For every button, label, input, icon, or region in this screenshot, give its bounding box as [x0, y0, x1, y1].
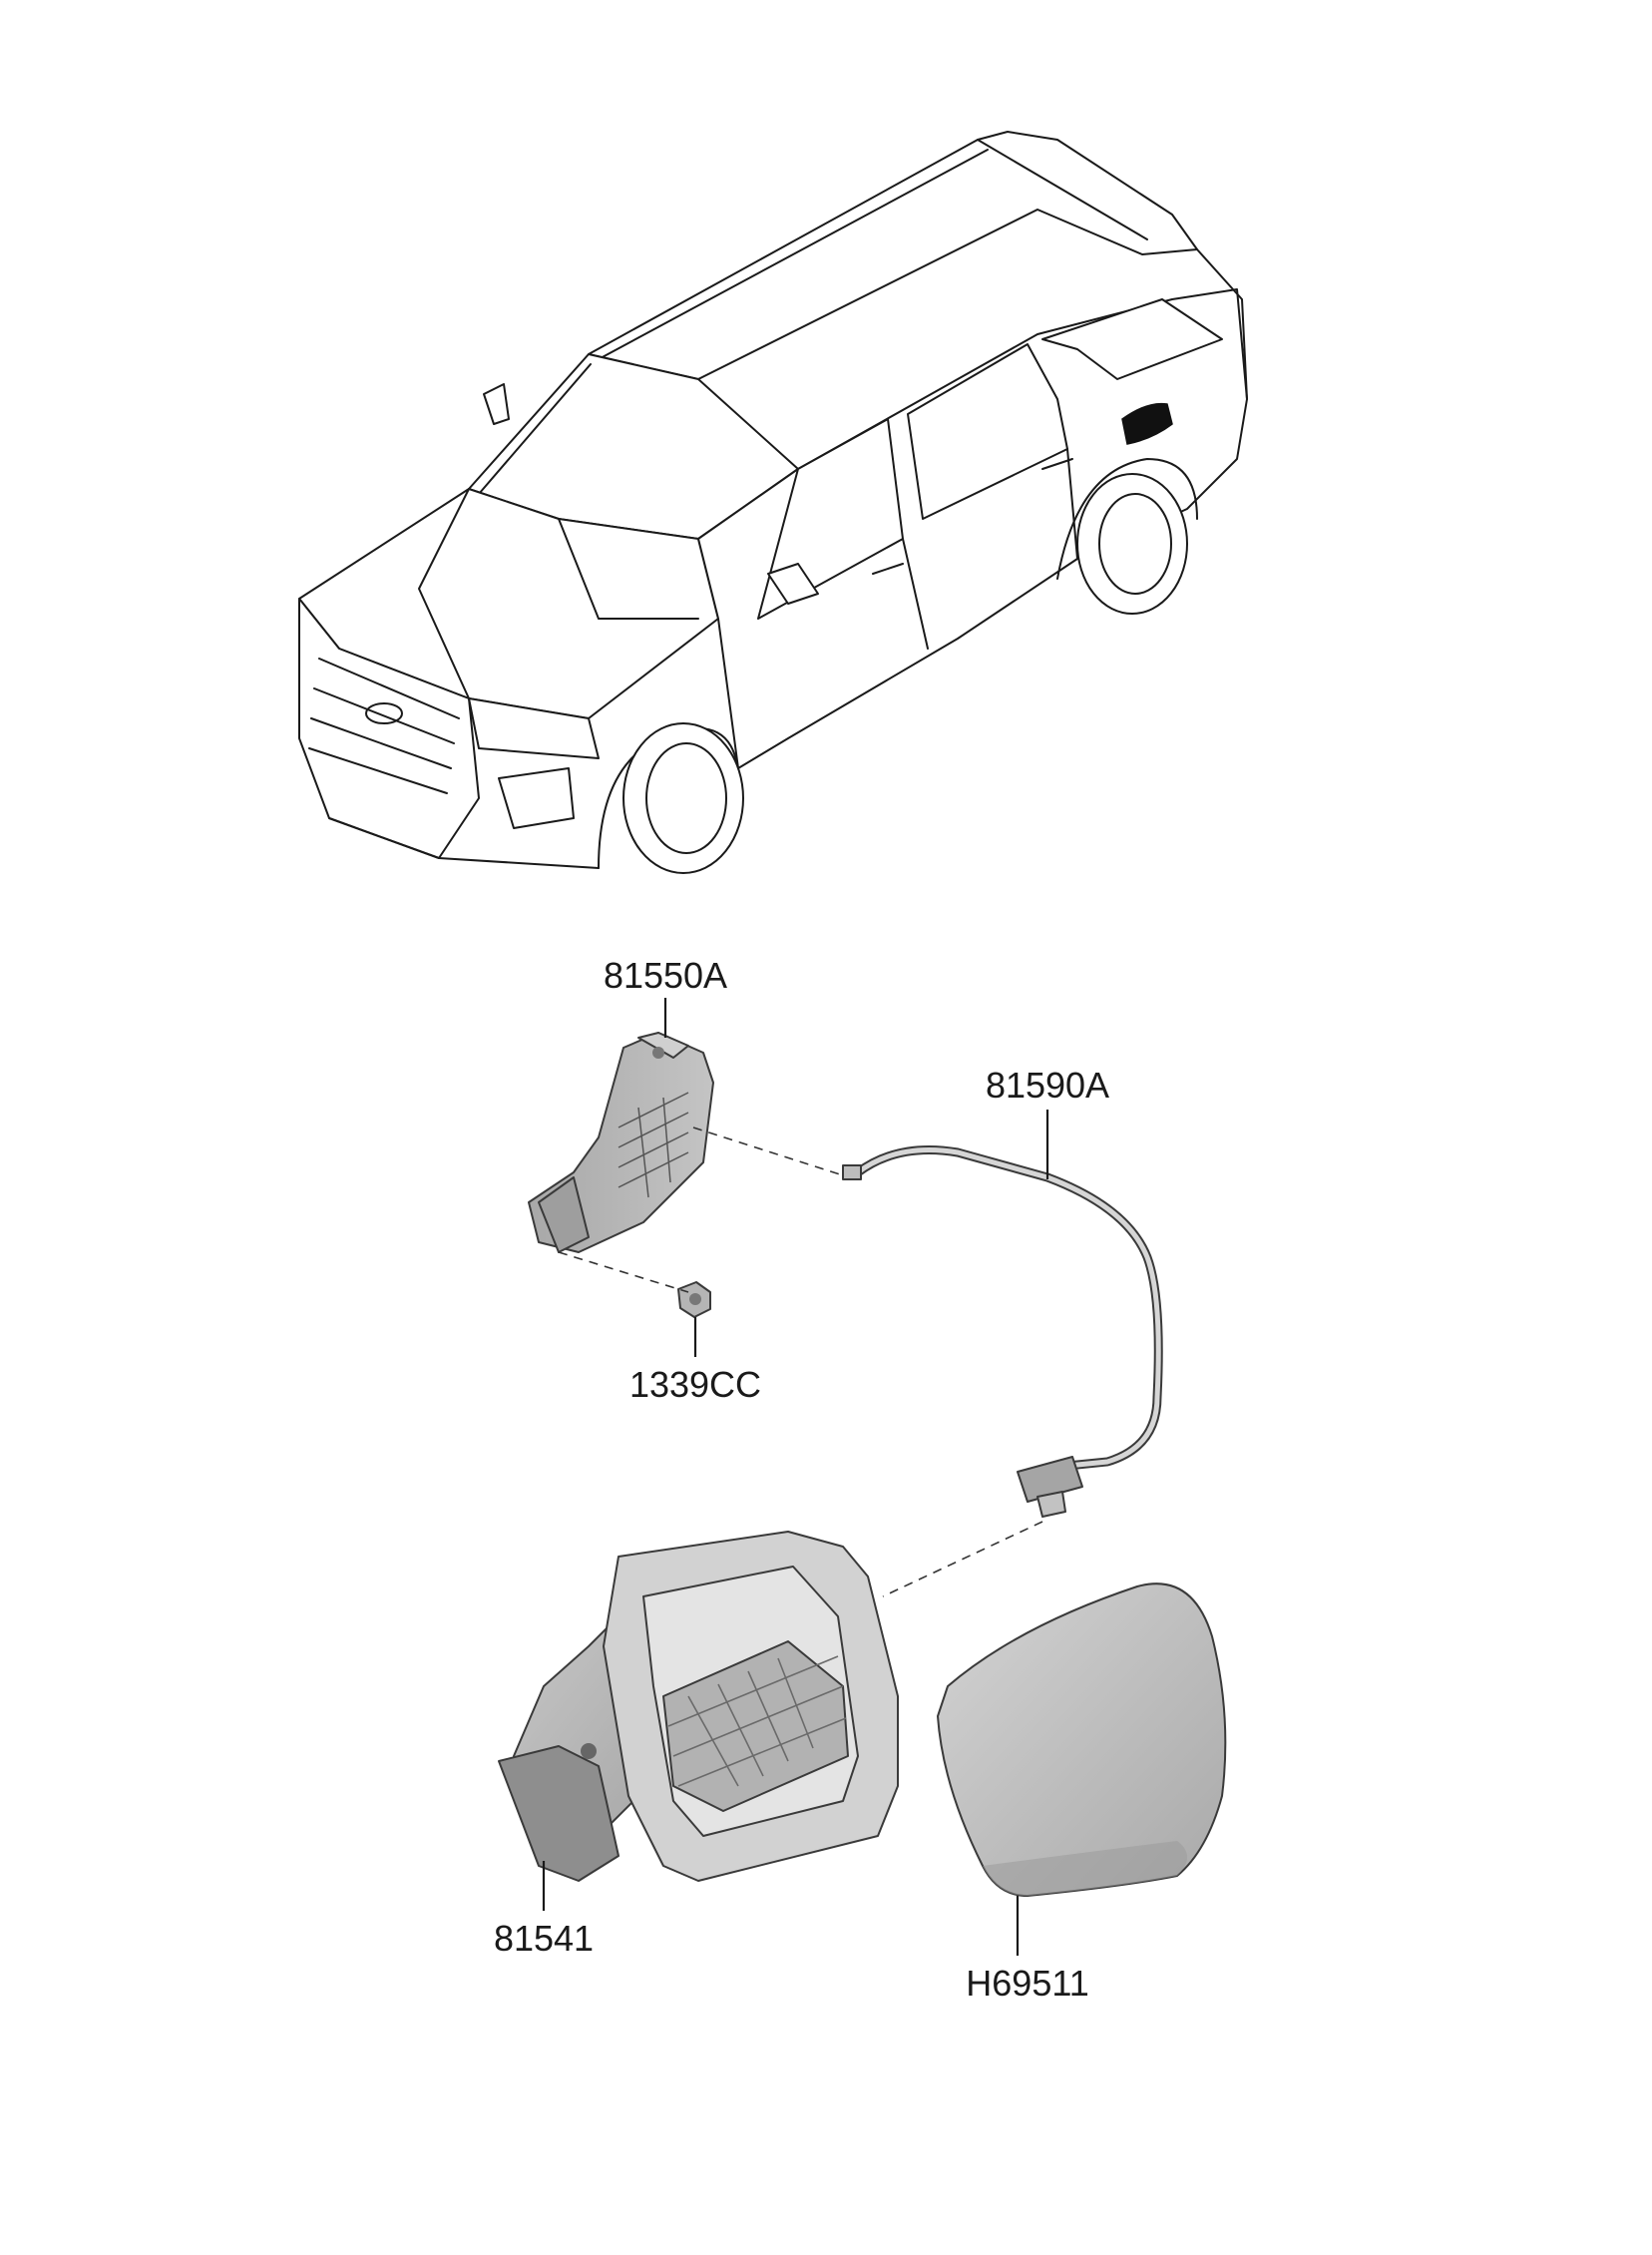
release-cable [842, 1145, 1163, 1518]
fuel-filler-housing [498, 1531, 899, 1882]
nut-part [677, 1281, 711, 1318]
latch-actuator [528, 1032, 714, 1253]
part-number-label: 81550A [604, 955, 727, 996]
vehicle-illustration [298, 131, 1248, 874]
fuel-door-marker-icon [1121, 402, 1173, 445]
fuel-door-cover [937, 1582, 1227, 1897]
part-number-label: 1339CC [629, 1364, 761, 1405]
front-wheel [598, 722, 744, 874]
part-number-label: 81541 [494, 1918, 594, 1959]
callout-81541: 81541 [494, 1861, 594, 1959]
brand-logo-icon [365, 702, 403, 724]
assembly-line-cable-housing [882, 1521, 1043, 1597]
callout-H69511: H69511 [966, 1896, 1089, 2004]
callout-81550A: 81550A [604, 955, 727, 1038]
part-number-label: 81590A [986, 1065, 1109, 1106]
rear-wheel [1056, 458, 1198, 615]
assembly-line-latch-nut [558, 1251, 689, 1293]
callout-1339CC: 1339CC [629, 1317, 761, 1405]
part-number-label: H69511 [966, 1963, 1088, 2004]
callout-81590A: 81590A [986, 1065, 1109, 1179]
assembly-line-latch-cable [692, 1127, 844, 1176]
